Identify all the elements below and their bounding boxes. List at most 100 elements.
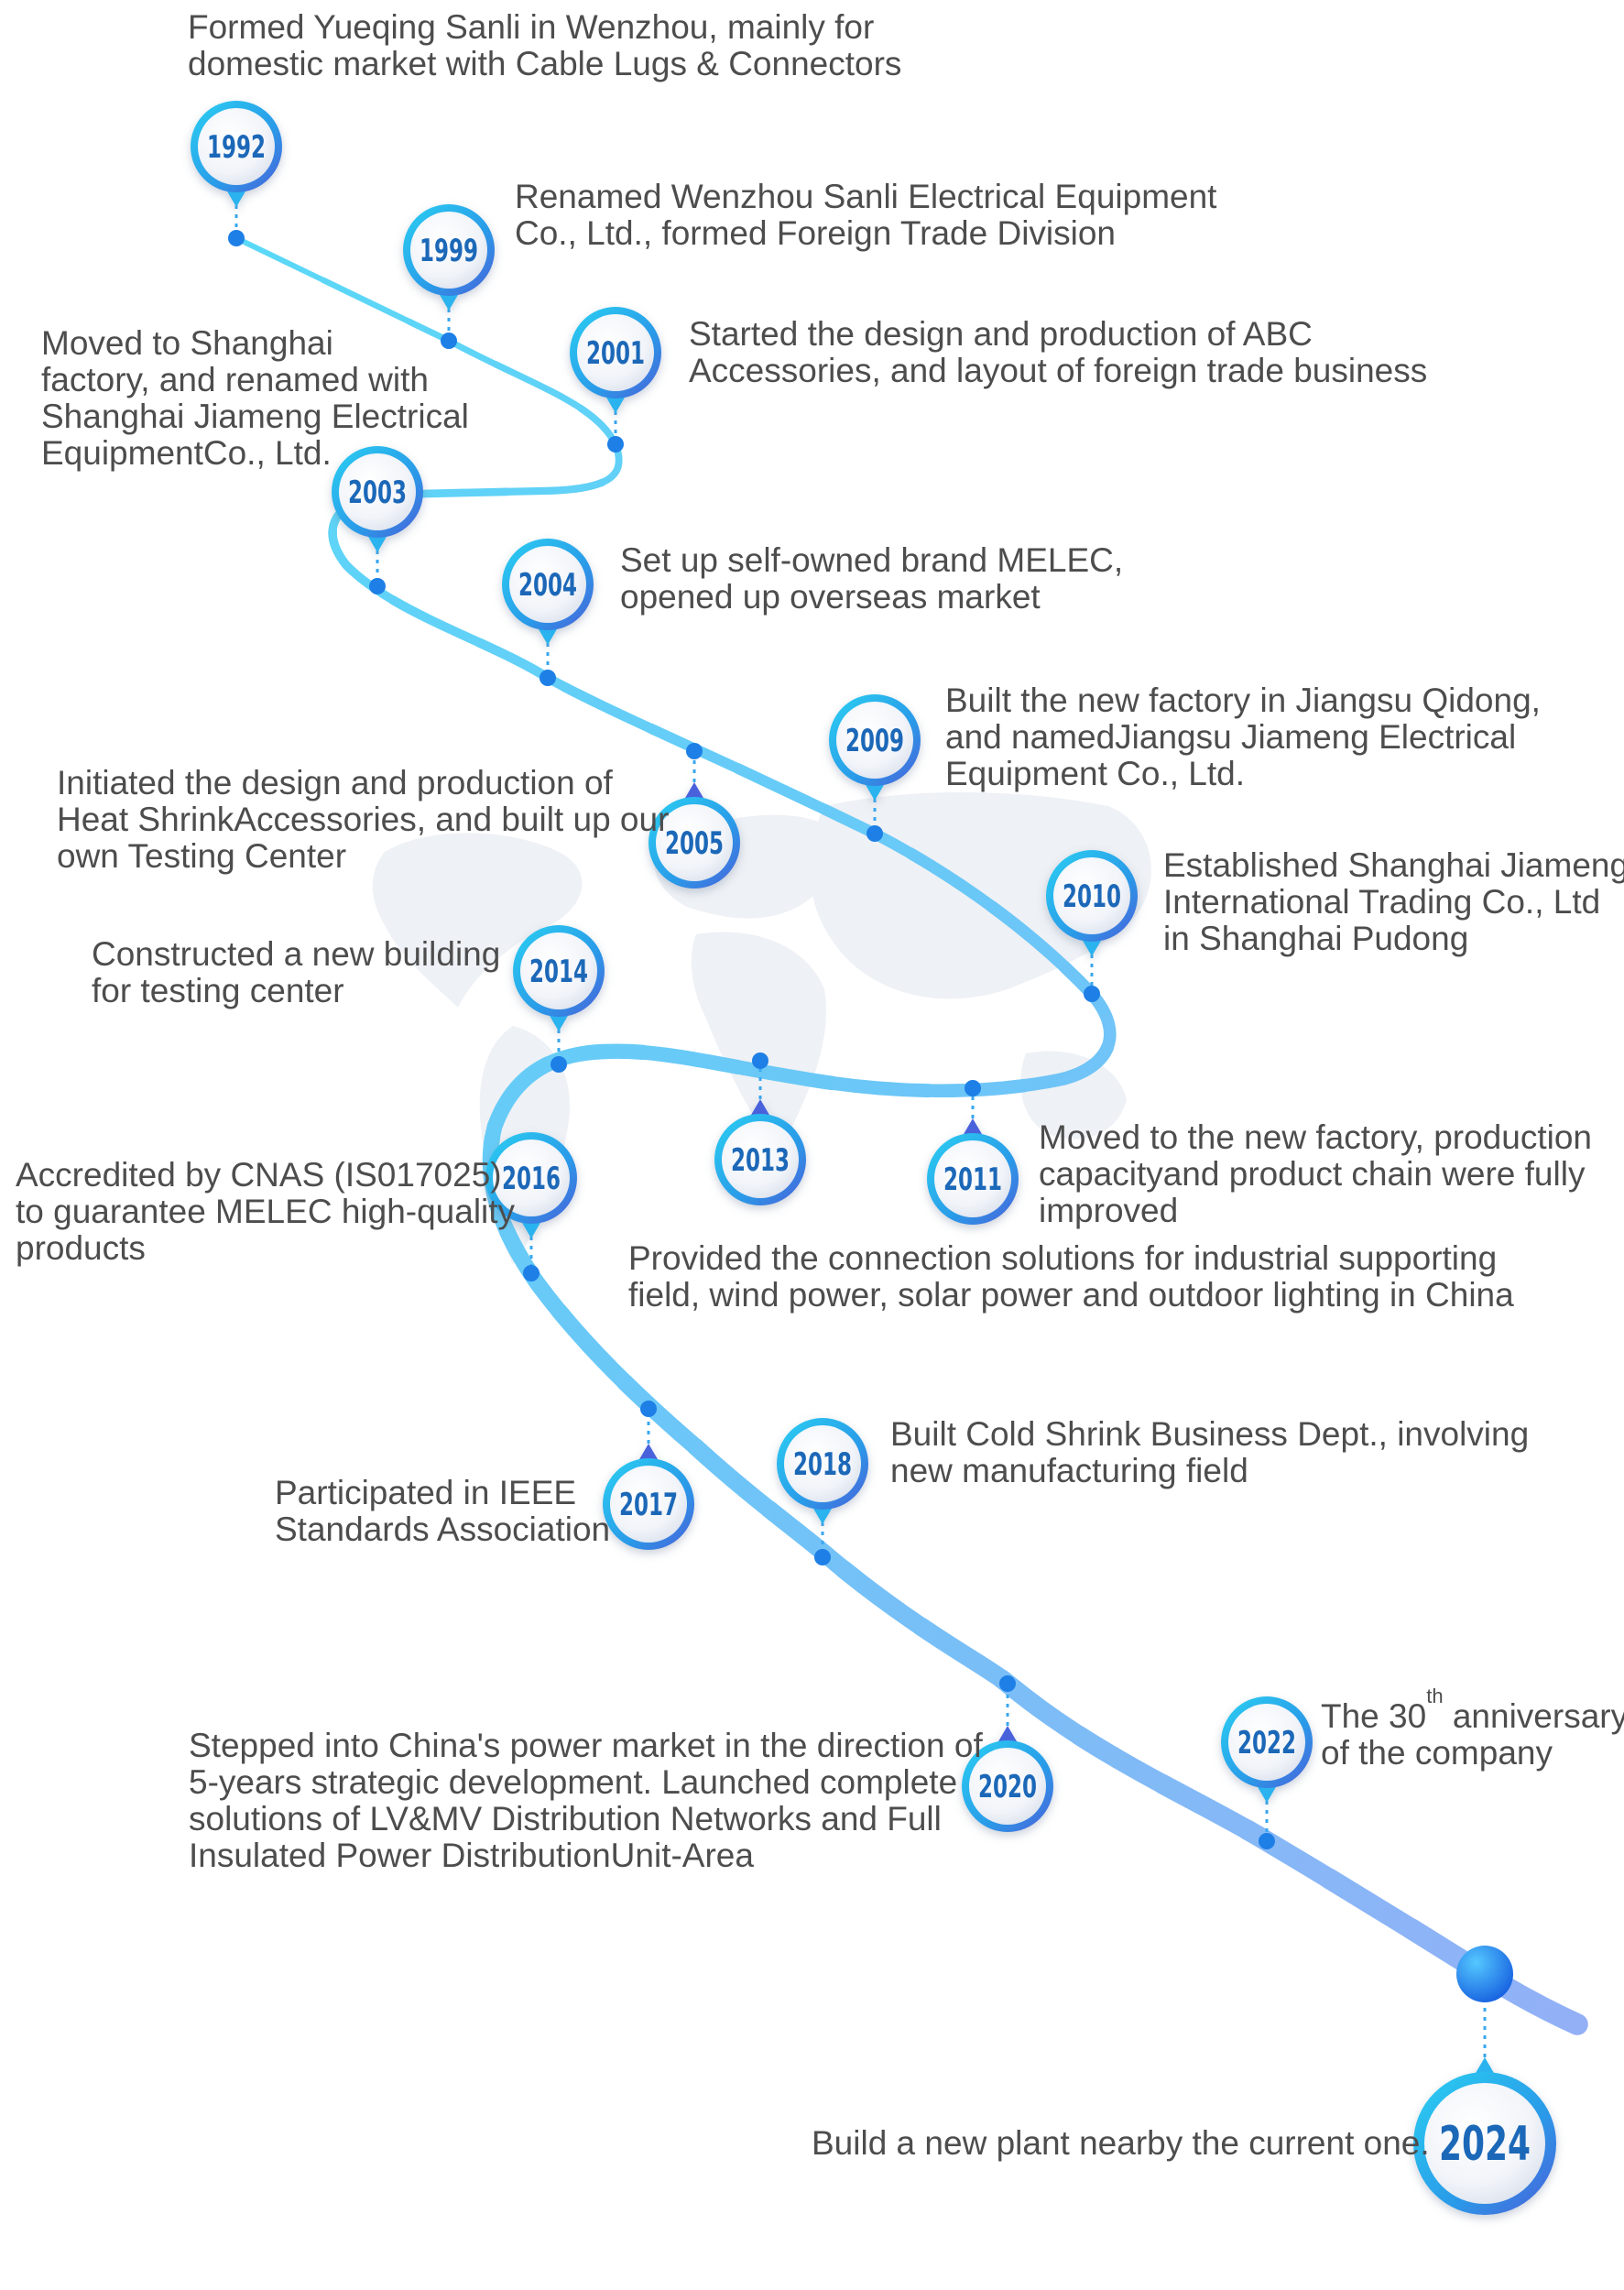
- year-label-2020: 2020: [978, 1769, 1037, 1805]
- year-label-1992: 1992: [207, 129, 266, 166]
- description-line: Participated in IEEE: [275, 1474, 577, 1511]
- year-label-2011: 2011: [943, 1161, 1002, 1198]
- year-label-2010: 2010: [1063, 878, 1121, 915]
- description-line: capacityand product chain were fully: [1039, 1155, 1586, 1193]
- description-line: opened up overseas market: [620, 578, 1041, 616]
- path-dot-1999: [441, 333, 457, 349]
- milestone-2024-text: Build a new plant nearby the current one…: [812, 2125, 1430, 2162]
- description-line: International Trading Co., Ltd: [1163, 883, 1601, 921]
- marker-face: [610, 1466, 687, 1543]
- description-line: Provided the connection solutions for in…: [628, 1239, 1498, 1277]
- timeline-end-dot: [1456, 1946, 1513, 2002]
- year-marker-2013: 2013: [714, 1099, 806, 1205]
- marker-face: [339, 453, 416, 530]
- year-label-2009: 2009: [845, 723, 904, 759]
- description-line: improved: [1039, 1192, 1179, 1229]
- year-marker-2018: 2018: [777, 1418, 868, 1524]
- marker-face: [520, 932, 597, 1009]
- description-line: Stepped into China's power market in the…: [189, 1727, 983, 1764]
- path-dot-2010: [1084, 986, 1100, 1002]
- path-dot-2022: [1259, 1833, 1275, 1849]
- marker-face: [934, 1140, 1011, 1217]
- milestone-1992-text: Formed Yueqing Sanli in Wenzhou, mainly …: [188, 9, 901, 82]
- description-line: Accredited by CNAS (IS017025): [16, 1156, 502, 1194]
- milestone-2018-text: Built Cold Shrink Business Dept., involv…: [890, 1416, 1529, 1489]
- year-label-2013: 2013: [731, 1142, 790, 1179]
- year-label-2004: 2004: [518, 567, 577, 604]
- year-label-2005: 2005: [665, 825, 724, 862]
- year-marker-2022: 2022: [1221, 1696, 1313, 1803]
- description-line: Constructed a new building: [92, 935, 501, 973]
- description-line: Build a new plant nearby the current one…: [812, 2124, 1430, 2162]
- description-line: Co., Ltd., formed Foreign Trade Division: [515, 214, 1117, 252]
- description-line: domestic market with Cable Lugs & Connec…: [188, 45, 902, 82]
- milestone-1999-text: Renamed Wenzhou Sanli Electrical Equipme…: [515, 179, 1216, 252]
- description-line: EquipmentCo., Ltd.: [41, 434, 332, 472]
- description-line: Moved to Shanghai: [41, 324, 333, 362]
- path-dot-2004: [540, 670, 556, 686]
- path-dot-1992: [228, 230, 245, 246]
- year-marker-2016: 2016: [485, 1132, 577, 1238]
- timeline-path-segment: [229, 231, 1585, 2032]
- milestone-2020-text: Stepped into China's power market in the…: [189, 1728, 983, 1874]
- year-marker-2003: 2003: [332, 446, 423, 552]
- milestone-2013-text: Provided the connection solutions for in…: [628, 1240, 1514, 1314]
- year-label-2003: 2003: [348, 474, 407, 511]
- description-line: 5-years strategic development. Launched …: [189, 1763, 958, 1801]
- description-line: Shanghai Jiameng Electrical: [41, 398, 469, 435]
- description-line: Standards Association: [275, 1510, 611, 1548]
- marker-face: [1424, 2083, 1545, 2204]
- path-dot-2003: [369, 578, 386, 594]
- year-marker-2011: 2011: [927, 1118, 1019, 1225]
- year-marker-2009: 2009: [829, 694, 921, 801]
- path-dot-2001: [607, 436, 624, 453]
- year-marker-2024: 2024: [1413, 2057, 1556, 2215]
- description-line: and namedJiangsu Jiameng Electrical: [945, 718, 1517, 756]
- description-line: to guarantee MELEC high-quality: [16, 1193, 516, 1230]
- description-line: Built the new factory in Jiangsu Qidong,: [945, 682, 1541, 719]
- timeline-path-segment: [232, 234, 1582, 2029]
- path-dot-2017: [640, 1401, 657, 1417]
- description-line: Heat ShrinkAccessories, and built up our: [57, 801, 670, 838]
- description-line: for testing center: [92, 972, 344, 1009]
- marker-face: [410, 212, 487, 289]
- year-label-2016: 2016: [502, 1161, 561, 1197]
- path-dot-2011: [965, 1080, 981, 1096]
- ordinal-superscript: th: [1426, 1684, 1444, 1707]
- description-line: solutions of LV&MV Distribution Networks…: [189, 1800, 942, 1837]
- timeline-path-segment: [226, 228, 1587, 2034]
- marker-face: [722, 1121, 799, 1198]
- marker-face: [577, 314, 654, 391]
- description-line: factory, and renamed with: [41, 361, 429, 398]
- year-label-2014: 2014: [529, 954, 588, 990]
- path-dot-2014: [550, 1056, 567, 1073]
- description-line: in Shanghai Pudong: [1163, 920, 1469, 957]
- marker-face: [493, 1140, 570, 1216]
- year-label-2022: 2022: [1237, 1725, 1296, 1761]
- description-line: Set up self-owned brand MELEC,: [620, 541, 1124, 579]
- description-line: new manufacturing field: [890, 1452, 1248, 1489]
- description-line: Moved to the new factory, production: [1039, 1118, 1592, 1156]
- description-line: Started the design and production of ABC: [689, 315, 1313, 353]
- milestone-2009-text: Built the new factory in Jiangsu Qidong,…: [945, 682, 1541, 792]
- marker-face: [198, 108, 275, 185]
- description-line: products: [16, 1229, 146, 1267]
- description-line: Initiated the design and production of: [57, 764, 613, 802]
- year-label-2017: 2017: [619, 1487, 678, 1523]
- marker-face: [1053, 857, 1130, 934]
- description-line: of the company: [1321, 1734, 1553, 1772]
- year-markers: 1992199920012003200420052009201020112013…: [191, 101, 1556, 2215]
- path-dot-2009: [866, 825, 883, 842]
- description-line: Insulated Power DistributionUnit-Area: [189, 1837, 754, 1874]
- year-marker-1992: 1992: [191, 101, 282, 207]
- year-marker-2004: 2004: [502, 539, 594, 645]
- year-marker-2010: 2010: [1046, 850, 1138, 956]
- milestone-2016-text: Accredited by CNAS (IS017025)to guarante…: [16, 1157, 515, 1267]
- year-marker-2001: 2001: [570, 307, 661, 413]
